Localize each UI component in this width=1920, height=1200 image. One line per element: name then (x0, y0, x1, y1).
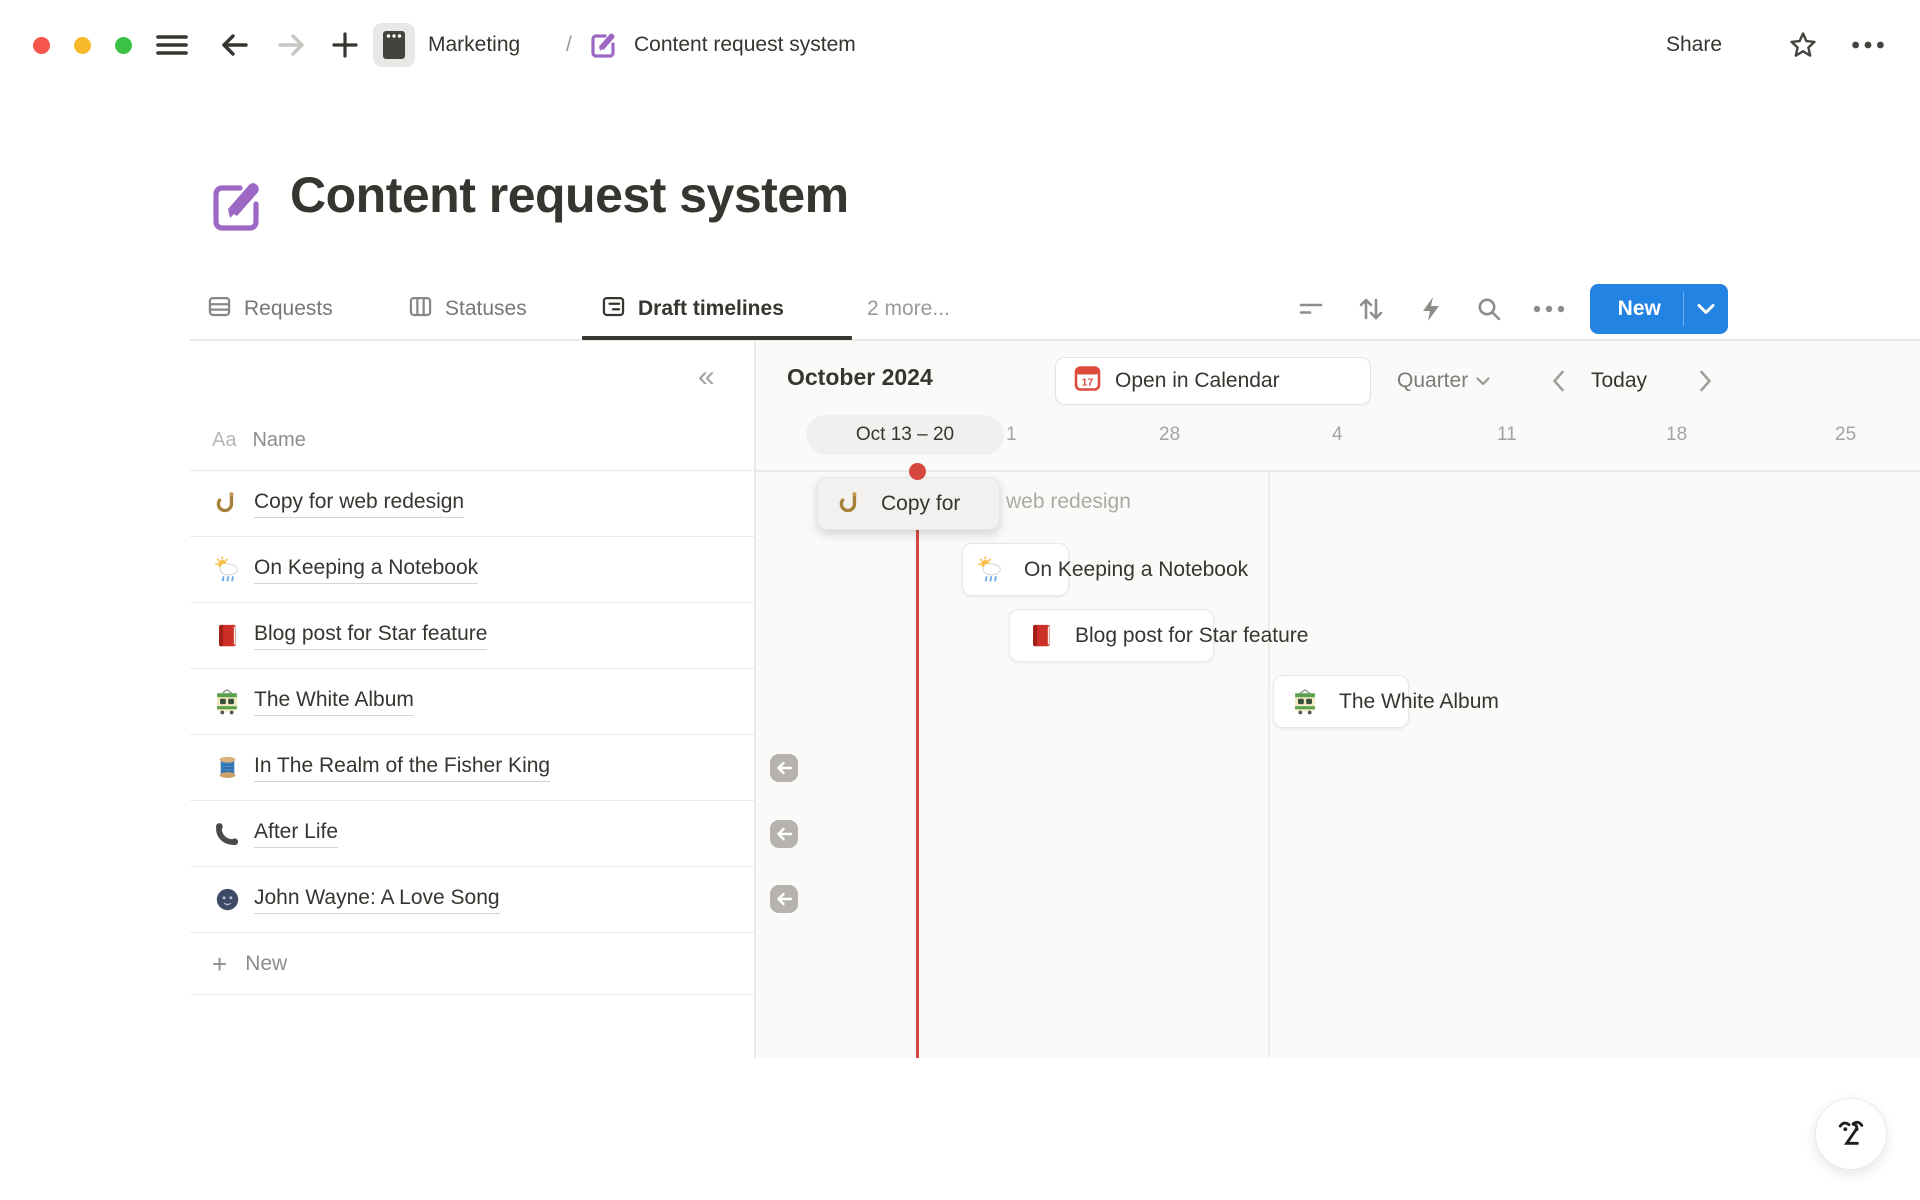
timeline-panel: October 2024 17 Open in Calendar Quarter… (754, 341, 1920, 1058)
workspace-icon[interactable] (373, 23, 415, 72)
tram-icon (1291, 688, 1319, 716)
new-button-label: New (1617, 297, 1661, 320)
plus-icon: + (212, 948, 228, 979)
tab-statuses[interactable]: Statuses (407, 280, 527, 338)
month-boundary-gridline (1268, 470, 1270, 1058)
tabs-divider (190, 339, 1920, 341)
table-row[interactable]: Copy for web redesign (190, 471, 754, 537)
timeline-month-label: October 2024 (787, 364, 933, 390)
week-tick: 18 (1666, 424, 1688, 445)
timeline-bar-blog-post-for-star-feature[interactable]: Blog post for Star feature (1009, 609, 1308, 662)
table-row[interactable]: The White Album (190, 669, 754, 735)
text-property-icon: Aa (212, 428, 237, 451)
ai-face-icon (1831, 1112, 1871, 1157)
tram-icon (212, 688, 242, 716)
forward-arrow-icon[interactable] (272, 26, 310, 64)
close-window-button[interactable] (33, 37, 50, 54)
window-titlebar: Marketing / Content request system Share (0, 0, 1920, 90)
thread-spool-icon (212, 754, 242, 781)
new-page-plus-icon[interactable] (326, 26, 364, 64)
more-options-icon[interactable] (1849, 26, 1887, 64)
automations-lightning-icon[interactable] (1408, 286, 1454, 332)
table-row[interactable]: John Wayne: A Love Song (190, 867, 754, 933)
week-tick: 25 (1835, 424, 1857, 445)
table-row[interactable]: After Life (190, 801, 754, 867)
filter-icon[interactable] (1288, 286, 1334, 332)
view-options-ellipsis-icon[interactable] (1526, 286, 1572, 332)
new-record-button[interactable]: New (1590, 284, 1728, 334)
breadcrumb-separator: / (566, 33, 572, 56)
timeline-bar-on-keeping-a-notebook[interactable]: On Keeping a Notebook (962, 543, 1248, 596)
calendar-icon: 17 (1074, 365, 1101, 397)
table-row[interactable]: Blog post for Star feature (190, 603, 754, 669)
table-row[interactable]: On Keeping a Notebook (190, 537, 754, 603)
breadcrumb-page[interactable]: Content request system (634, 33, 856, 56)
page-title-icon[interactable] (210, 178, 266, 239)
red-book-icon (212, 622, 242, 649)
sun-rain-cloud-icon (212, 555, 242, 584)
tab-draft-timelines[interactable]: Draft timelines (600, 280, 784, 338)
date-range-pill: Oct 13 – 20 (806, 415, 1004, 455)
new-row-button[interactable]: + New (190, 933, 754, 995)
svg-text:17: 17 (1082, 377, 1094, 389)
today-button[interactable]: Today (1591, 369, 1648, 392)
hook-icon (212, 490, 242, 517)
phone-icon (212, 820, 242, 847)
prev-period-chevron-icon[interactable] (1552, 357, 1565, 405)
chevron-down-icon (1476, 376, 1490, 385)
new-button-chevron-icon[interactable] (1684, 303, 1728, 315)
timeline-bar-overflow-text: web redesign (1006, 490, 1131, 513)
more-tabs-button[interactable]: 2 more... (867, 297, 950, 320)
scroll-to-item-left-arrow-icon[interactable] (770, 820, 798, 848)
hook-icon (837, 490, 864, 517)
red-book-icon (1028, 622, 1055, 649)
panel-divider[interactable] (754, 341, 756, 1058)
share-button[interactable]: Share (1666, 33, 1723, 56)
breadcrumb-workspace[interactable]: Marketing (428, 33, 521, 56)
name-column-header: Name (252, 428, 306, 451)
notion-ai-button[interactable] (1815, 1098, 1887, 1170)
dark-moon-face-icon (212, 886, 242, 913)
week-tick: 1 (1006, 424, 1017, 445)
records-table: Aa Name Copy for web redesign On Keeping… (190, 410, 754, 995)
timeline-bar-copy-for-web-redesign[interactable]: Copy for (817, 477, 1000, 530)
table-header-row[interactable]: Aa Name (190, 410, 754, 471)
scroll-to-item-left-arrow-icon[interactable] (770, 885, 798, 913)
view-tabs-bar: Requests Statuses Draft timelines 2 more… (0, 280, 1920, 341)
scroll-to-item-left-arrow-icon[interactable] (770, 754, 798, 782)
minimize-window-button[interactable] (74, 37, 91, 54)
new-button-divider (1682, 292, 1684, 326)
sidebar-menu-icon[interactable] (153, 26, 191, 64)
sun-rain-cloud-icon (976, 555, 1004, 584)
favorite-star-icon[interactable] (1784, 26, 1822, 64)
timeline-view-icon (600, 293, 627, 326)
timeline-bar-the-white-album[interactable]: The White Album (1273, 675, 1499, 728)
week-tick: 28 (1159, 424, 1181, 445)
today-dot (909, 463, 926, 480)
timeline-header-border (754, 470, 1920, 472)
table-view-icon (206, 293, 233, 326)
today-line (916, 470, 919, 1058)
timeline-zoom-select[interactable]: Quarter (1397, 357, 1490, 405)
search-icon[interactable] (1466, 286, 1512, 332)
zoom-window-button[interactable] (115, 37, 132, 54)
page-title: Content request system (290, 167, 849, 223)
tab-requests[interactable]: Requests (206, 280, 333, 338)
back-arrow-icon[interactable] (216, 26, 254, 64)
table-row[interactable]: In The Realm of the Fisher King (190, 735, 754, 801)
sort-icon[interactable] (1348, 286, 1394, 332)
open-in-calendar-button[interactable]: 17 Open in Calendar (1055, 357, 1371, 405)
active-tab-underline (582, 336, 852, 340)
week-tick: 4 (1332, 424, 1343, 445)
board-view-icon (407, 293, 434, 326)
week-tick: 11 (1497, 424, 1517, 445)
page-compose-icon (590, 31, 618, 64)
next-period-chevron-icon[interactable] (1699, 357, 1712, 405)
collapse-panel-icon[interactable]: « (698, 360, 715, 393)
